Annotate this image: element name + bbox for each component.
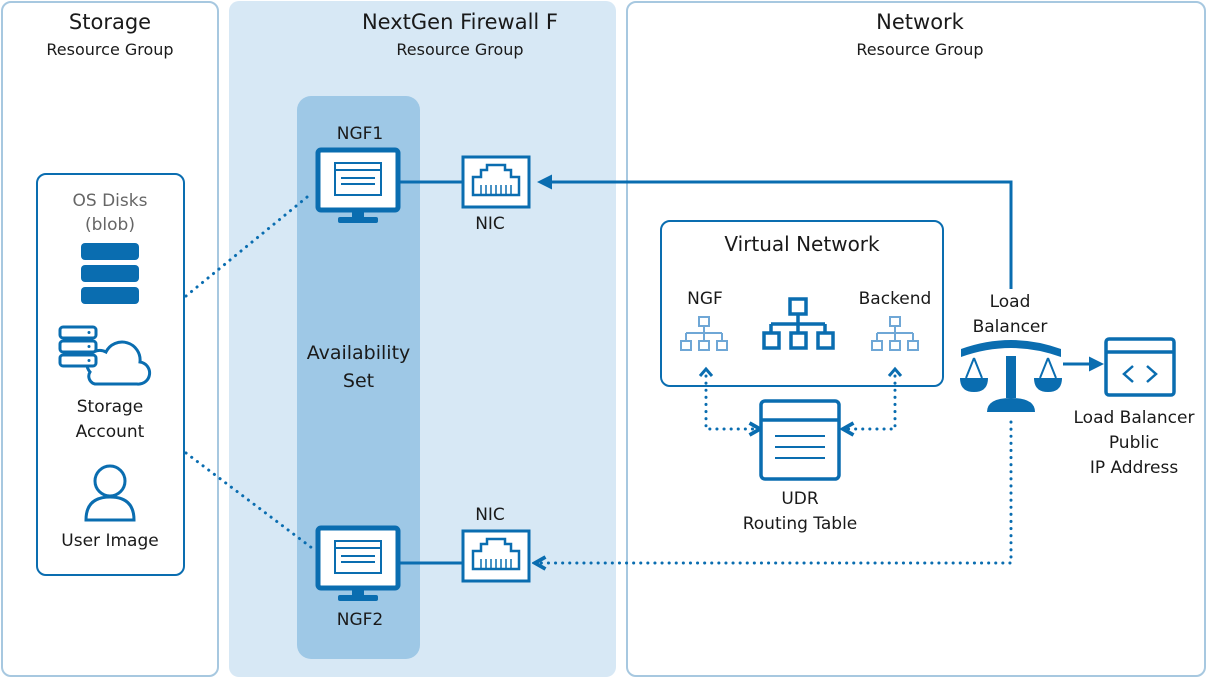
load-balancer-scale-icon	[960, 340, 1062, 412]
ngf2-vm-icon	[315, 525, 401, 601]
nic2-ethernet-icon	[461, 529, 531, 583]
virtual-network-title: Virtual Network	[724, 232, 880, 256]
storage-account-icon	[58, 325, 152, 386]
load-balancer-label-line1: Load	[989, 292, 1031, 312]
network-group-title: Network	[876, 10, 964, 34]
nic2-label: NIC	[475, 505, 505, 525]
lb-to-nic1-arrow	[537, 174, 1013, 289]
user-image-label: User Image	[61, 531, 159, 551]
firewall-group-title: NextGen Firewall F	[361, 10, 559, 34]
backend-subnet-chevron	[887, 366, 903, 377]
udr-label-line2: Routing Table	[742, 514, 858, 534]
ngf-subnet-udr-dotted	[704, 374, 757, 429]
storage-account-label-line1: Storage	[76, 397, 144, 417]
availability-set-label-line2: Set	[342, 370, 375, 392]
storage-account-label-line2: Account	[75, 422, 145, 442]
ngf-subnet-icon	[680, 316, 728, 351]
connections	[184, 174, 1104, 563]
lb-to-nic2-dotted	[538, 420, 1013, 563]
public-ip-icon	[1104, 337, 1176, 397]
vnet-ngf-subnet-label: NGF	[687, 289, 723, 309]
ngf2-label: NGF2	[336, 610, 384, 630]
os-disks-label-line2: (blob)	[85, 215, 135, 235]
vnet-backend-subnet-label: Backend	[858, 289, 932, 309]
backend-subnet-icon	[871, 316, 919, 351]
nic1-ethernet-icon	[461, 155, 531, 209]
user-icon	[84, 464, 136, 522]
firewall-group-subtitle: Resource Group	[396, 40, 524, 59]
load-balancer-label-line2: Balancer	[972, 317, 1048, 337]
database-icon	[81, 243, 139, 304]
ngf1-label: NGF1	[336, 124, 384, 144]
network-group-subtitle: Resource Group	[856, 40, 984, 59]
ngf-subnet-chevron	[698, 366, 714, 377]
public-ip-label-line1: Load Balancer	[1073, 408, 1195, 428]
public-ip-label-line2: Public	[1108, 433, 1160, 453]
network-topology-icon	[762, 297, 835, 350]
storage-group-title: Storage	[68, 10, 152, 34]
ngf1-vm-icon	[315, 147, 401, 223]
udr-table-icon	[759, 399, 841, 481]
public-ip-label-line3: IP Address	[1089, 458, 1179, 478]
backend-subnet-udr-dotted	[846, 374, 897, 429]
storage-ngf1-dotted	[184, 191, 314, 298]
storage-ngf2-dotted	[184, 451, 314, 550]
nic1-label: NIC	[475, 214, 505, 234]
os-disks-label-line1: OS Disks	[72, 191, 148, 211]
availability-set-label-line1: Availability	[306, 342, 411, 364]
udr-label-line1: UDR	[781, 489, 819, 509]
storage-group-subtitle: Resource Group	[46, 40, 174, 59]
